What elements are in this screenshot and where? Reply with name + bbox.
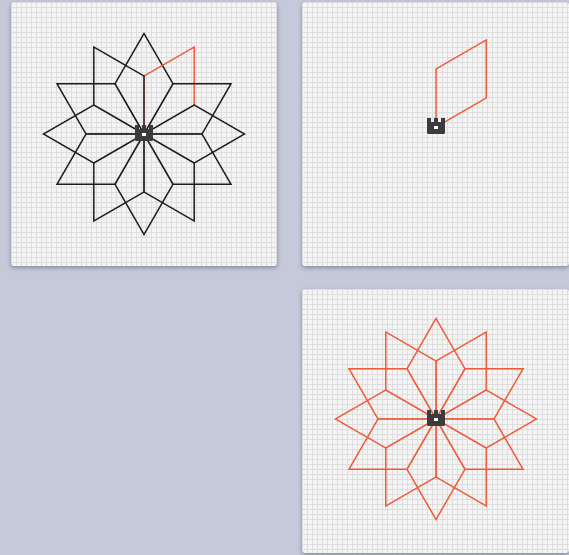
sprite-eye bbox=[434, 126, 438, 129]
petal-1 bbox=[436, 40, 486, 127]
sprite-tower-right bbox=[441, 410, 445, 415]
sprite-tower-left bbox=[427, 410, 431, 415]
flower-canvas bbox=[11, 2, 277, 266]
sprite-tower-left bbox=[135, 125, 139, 130]
sprite-eye bbox=[434, 418, 438, 421]
flower-canvas bbox=[302, 289, 569, 553]
petals-group bbox=[436, 40, 486, 127]
sprite-tower-right bbox=[149, 125, 153, 130]
turtle-sprite-icon bbox=[427, 410, 445, 426]
single-petal-canvas bbox=[302, 2, 569, 266]
flower-panel-complete-highlighted bbox=[11, 2, 277, 266]
flower-panel-complete bbox=[302, 289, 569, 553]
sprite-tower-mid bbox=[434, 410, 438, 415]
sprite-eye bbox=[142, 133, 146, 136]
sprite-tower-right bbox=[441, 118, 445, 123]
sprite-tower-left bbox=[427, 118, 431, 123]
turtle-sprite-icon bbox=[135, 125, 153, 141]
turtle-sprite-icon bbox=[427, 118, 445, 134]
sprite-tower-mid bbox=[142, 125, 146, 130]
sprite-tower-mid bbox=[434, 118, 438, 123]
flower-panel-single-petal bbox=[302, 2, 569, 266]
